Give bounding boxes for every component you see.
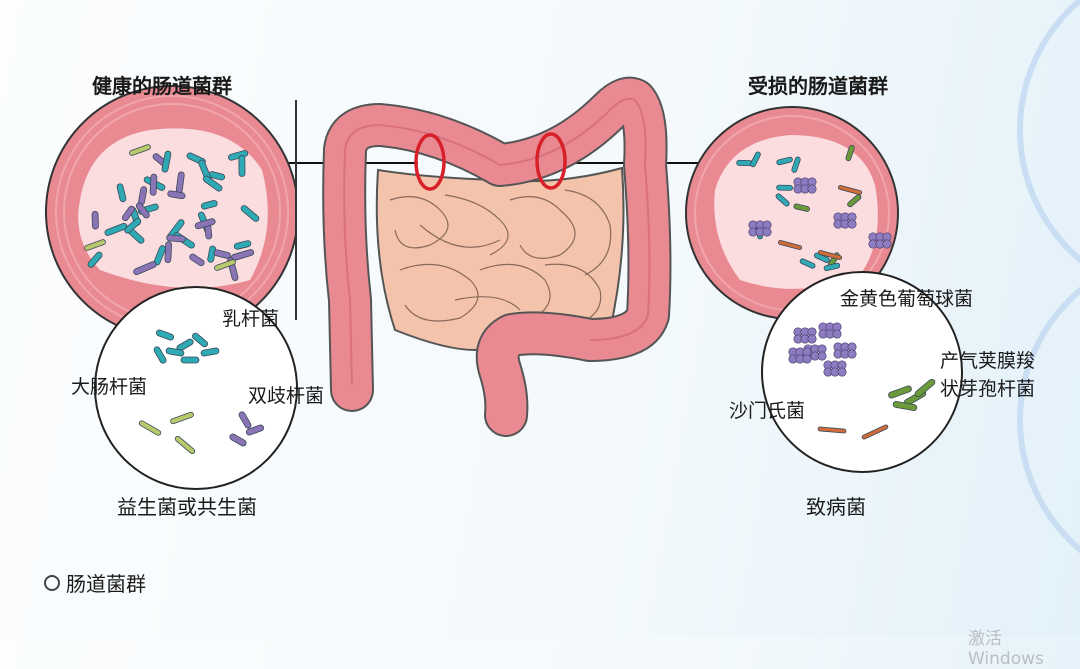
bacterium-rod (233, 240, 252, 250)
salmonella-cell (861, 424, 889, 440)
clostridium-cell (914, 378, 936, 398)
intestine-illustration (322, 76, 672, 437)
bacterium-rod (823, 262, 841, 272)
bacterium-rod (845, 144, 855, 162)
staphylococcus-cell (837, 367, 847, 377)
bacterium-rod (847, 194, 862, 208)
bacterium-rod (240, 205, 260, 222)
lactobacillus-cell (192, 332, 208, 348)
damaged-magnifier (761, 271, 963, 473)
marker-ring-right (535, 132, 567, 190)
bacterium-rod (167, 190, 186, 200)
bacterium-rod (213, 249, 231, 259)
staphylococcus-cell (807, 184, 817, 194)
lactobacillus-cell (200, 347, 220, 357)
ecoli-cell (214, 259, 236, 271)
salmonella-cell (777, 240, 803, 250)
bacterium-rod (776, 184, 794, 191)
windows-activation-watermark: 激活 Windows (968, 629, 1044, 669)
label-clostridium-2: 状芽孢杆菌 (940, 378, 1036, 400)
lactobacillus-cell (180, 356, 200, 364)
bacterium-rod (793, 203, 810, 212)
label-bifidobacterium: 双歧杆菌 (248, 385, 325, 407)
ecoli-cell (84, 239, 106, 251)
bacterium-rod (133, 261, 157, 276)
label-salmonella: 沙门氏菌 (729, 400, 806, 422)
bacterium-rod (775, 193, 790, 207)
bacterium-rod (238, 154, 246, 177)
ring-icon (44, 574, 60, 591)
bacterium-rod (87, 251, 103, 268)
bifidobacterium-cell (229, 433, 247, 447)
gut-microbiome-illustration (45, 0, 1080, 554)
bacterium-rod (104, 222, 128, 236)
bacterium-rod (202, 175, 223, 192)
damaged-title: 受损的肠道菌群 (748, 74, 888, 98)
staphylococcus-cell (847, 219, 857, 229)
bacterium-rod (121, 205, 135, 221)
staphylococcus-cell (882, 239, 892, 249)
bacterium-rod (149, 173, 158, 196)
ecoli-cell (174, 435, 196, 455)
ecoli-cell (138, 420, 162, 436)
legend-label: 肠道菌群 (66, 572, 146, 596)
decorative-arcs (1017, 0, 1080, 554)
clostridium-cell (888, 385, 912, 399)
lactobacillus-cell (153, 346, 167, 364)
lactobacillus-cell (155, 329, 175, 341)
marker-ring-left (414, 133, 446, 191)
bifidobacterium-cell (245, 424, 265, 436)
salmonella-cell (817, 250, 843, 260)
ecoli-cell (129, 144, 151, 156)
salmonella-cell (837, 185, 863, 195)
label-clostridium-1: 产气荚膜羧 (940, 350, 1036, 372)
label-ecoli: 大肠杆菌 (71, 376, 148, 398)
damaged-caption: 致病菌 (806, 495, 866, 519)
bifidobacterium-cell (238, 411, 252, 429)
bacterium-rod (776, 156, 793, 166)
salmonella-cell (817, 426, 847, 434)
label-lactobacillus: 乳杆菌 (222, 308, 280, 330)
bacterium-rod (91, 210, 99, 230)
bacterium-rod (791, 156, 801, 173)
bacterium-rod (799, 258, 816, 269)
bacterium-rod (161, 150, 172, 173)
ecoli-cell (170, 411, 194, 425)
staphylococcus-cell (802, 354, 812, 364)
staphylococcus-cell (817, 351, 827, 361)
bacterium-rod (124, 217, 142, 234)
staphylococcus-cell (847, 349, 857, 359)
bacterium-rod (164, 241, 173, 264)
legend: 肠道菌群 (44, 568, 146, 597)
bacterium-rod (116, 183, 127, 203)
bacterium-rod (166, 234, 186, 243)
healthy-magnifier (94, 286, 298, 490)
bacterium-rod (750, 151, 761, 168)
healthy-title: 健康的肠道菌群 (92, 74, 232, 98)
lactobacillus-cell (165, 347, 185, 357)
staphylococcus-cell (832, 329, 842, 339)
bacterium-rod (135, 202, 150, 219)
bacterium-rod (194, 218, 216, 230)
staphylococcus-cell (762, 227, 772, 237)
label-staphylococcus: 金黄色葡萄球菌 (840, 288, 974, 310)
staphylococcus-cell (807, 334, 817, 344)
damaged-cross-section (685, 106, 899, 320)
bacterium-rod (200, 200, 218, 210)
healthy-caption: 益生菌或共生菌 (117, 495, 257, 519)
clostridium-cell (892, 401, 918, 411)
bacterium-rod (189, 253, 205, 267)
